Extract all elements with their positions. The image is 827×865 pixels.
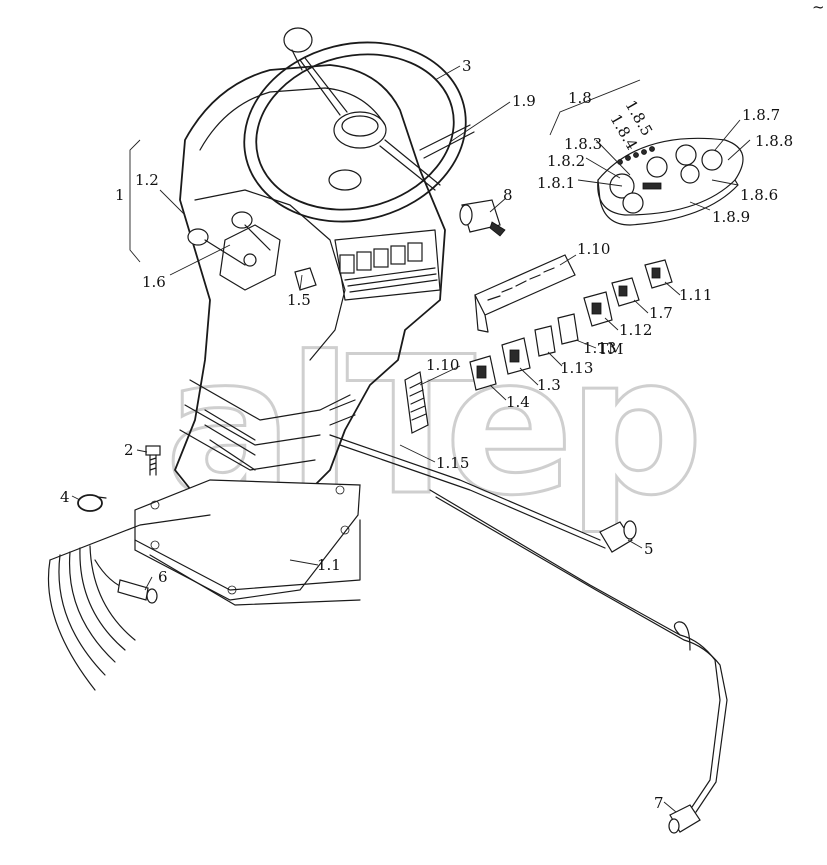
leader-lines — [71, 65, 751, 813]
callout-3: 3 — [462, 57, 472, 75]
callout-5: 5 — [644, 540, 654, 558]
callout-1-13-lower: 1.13 — [560, 359, 593, 377]
callout-1-1: 1.1 — [317, 556, 341, 574]
base-plate — [134, 479, 361, 606]
callout-1-15: 1.15 — [436, 454, 469, 472]
callout-1-8-3: 1.8.3 — [564, 135, 602, 153]
callout-1-12: 1.12 — [619, 321, 652, 339]
callout-1-8-2: 1.8.2 — [547, 152, 585, 170]
corner-mark: ~ — [812, 0, 825, 16]
callout-1-10-lower: 1.10 — [426, 356, 459, 374]
callout-1-10-top: 1.10 — [577, 240, 610, 258]
callout-1-8: 1.8 — [568, 89, 592, 107]
connector-6 — [117, 579, 158, 604]
callout-4: 4 — [60, 488, 70, 506]
connector-7 — [668, 804, 701, 834]
callout-1: 1 — [115, 186, 125, 204]
callout-1-5: 1.5 — [287, 291, 311, 309]
ignition-switch-8 — [459, 199, 506, 237]
callout-1-8-8: 1.8.8 — [755, 132, 793, 150]
bolt-2 — [145, 445, 161, 476]
switch-block-1-10 — [474, 254, 576, 333]
callout-1-6: 1.6 — [142, 273, 166, 291]
steering-column — [174, 64, 446, 511]
fuse-1-5 — [294, 267, 317, 291]
callout-1-13-upper: 1.13 — [583, 339, 616, 357]
instrument-panel — [597, 137, 744, 226]
callout-6: 6 — [158, 568, 168, 586]
callout-8: 8 — [503, 186, 513, 204]
connector-strip — [404, 371, 429, 434]
callout-1-4: 1.4 — [506, 393, 530, 411]
callout-1-11: 1.11 — [679, 286, 712, 304]
callout-1-3: 1.3 — [537, 376, 561, 394]
callout-1-2: 1.2 — [135, 171, 159, 189]
clamp-4 — [77, 494, 107, 512]
callout-1-8-6: 1.8.6 — [740, 186, 778, 204]
rocker-switches — [469, 259, 673, 391]
connector-5 — [599, 520, 637, 553]
wiring-harness — [47, 434, 728, 813]
callout-2: 2 — [124, 441, 134, 459]
callout-1-8-9: 1.8.9 — [712, 208, 750, 226]
callout-1-8-7: 1.8.7 — [742, 106, 780, 124]
callout-1-8-1: 1.8.1 — [537, 174, 575, 192]
steering-wheel — [243, 27, 475, 223]
callout-7: 7 — [654, 794, 664, 812]
watermark-tm: TM — [598, 340, 623, 358]
callout-1-7: 1.7 — [649, 304, 673, 322]
callout-1-9: 1.9 — [512, 92, 536, 110]
